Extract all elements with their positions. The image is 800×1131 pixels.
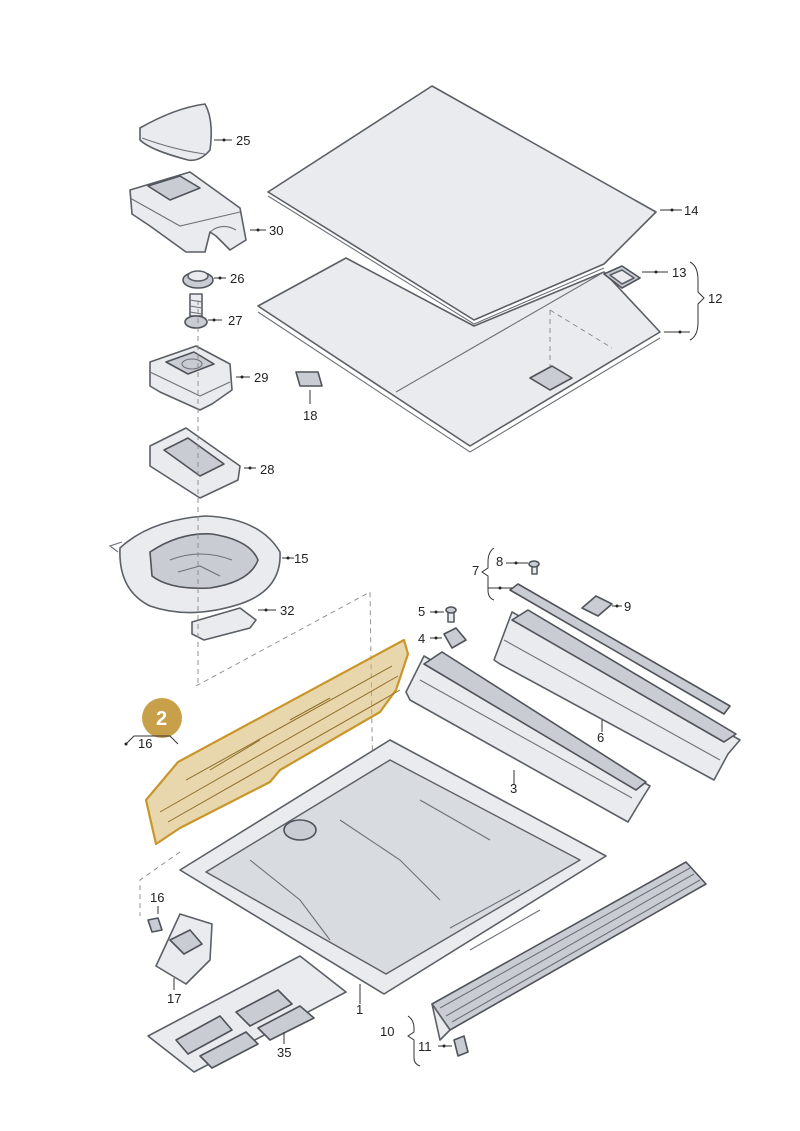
part-18-pad[interactable] [295, 371, 323, 387]
callout-16-upper: 16 [138, 736, 152, 751]
callout-28: 28 [260, 462, 274, 477]
callout-18: 18 [303, 408, 317, 423]
part-9-hook[interactable] [581, 595, 613, 617]
callout-13: 13 [672, 265, 686, 280]
highlight-badge[interactable]: 2 [142, 698, 182, 738]
callout-16-lower: 16 [150, 890, 164, 905]
part-11-clip[interactable] [453, 1035, 469, 1057]
callout-5: 5 [418, 604, 425, 619]
callout-3: 3 [510, 781, 517, 796]
callout-8: 8 [496, 554, 503, 569]
part-25-cover[interactable] [139, 103, 212, 162]
part-28-bracket[interactable] [149, 427, 241, 499]
callout-11: 11 [418, 1039, 432, 1054]
callout-6: 6 [597, 730, 604, 745]
highlight-badge-label: 2 [156, 708, 167, 730]
callout-17: 17 [167, 991, 181, 1006]
callout-12: 12 [708, 291, 722, 306]
part-14-floor-panel[interactable] [267, 85, 657, 325]
callout-29: 29 [254, 370, 268, 385]
part-2-side-trim-highlighted[interactable] [144, 638, 410, 846]
callout-10: 10 [380, 1024, 394, 1039]
part-10-sill-trim[interactable] [431, 861, 707, 1041]
part-17-bracket[interactable] [155, 913, 213, 985]
callout-7: 7 [472, 563, 479, 578]
part-26-nut[interactable] [182, 270, 214, 289]
part-4-bracket[interactable] [443, 627, 467, 649]
part-8-screw[interactable] [528, 560, 540, 575]
callout-26: 26 [230, 271, 244, 286]
callout-1: 1 [356, 1002, 363, 1017]
part-13-handle[interactable] [603, 265, 641, 289]
part-30-foam-insert[interactable] [129, 171, 247, 253]
callout-27: 27 [228, 313, 242, 328]
part-16-clip[interactable] [147, 917, 163, 933]
part-5-screw[interactable] [445, 606, 457, 623]
part-7-rail[interactable] [509, 583, 731, 715]
part-15-wheel-well-insert[interactable] [108, 515, 281, 614]
part-32-clip[interactable] [191, 607, 257, 641]
callout-15: 15 [294, 551, 308, 566]
part-35-tray[interactable] [147, 955, 347, 1073]
part-6-side-trim[interactable] [493, 609, 741, 781]
part-29-holder[interactable] [149, 345, 233, 411]
part-1-floor-pan[interactable] [179, 739, 607, 995]
part-12-floor-panel-lower[interactable] [257, 257, 661, 453]
part-3-side-trim[interactable] [405, 651, 651, 823]
part-27-bolt[interactable] [184, 293, 208, 329]
callout-30: 30 [269, 223, 283, 238]
callout-4: 4 [418, 631, 425, 646]
callout-25: 25 [236, 133, 250, 148]
callout-9: 9 [624, 599, 631, 614]
callout-35: 35 [277, 1045, 291, 1060]
callout-32: 32 [280, 603, 294, 618]
callout-14: 14 [684, 203, 698, 218]
